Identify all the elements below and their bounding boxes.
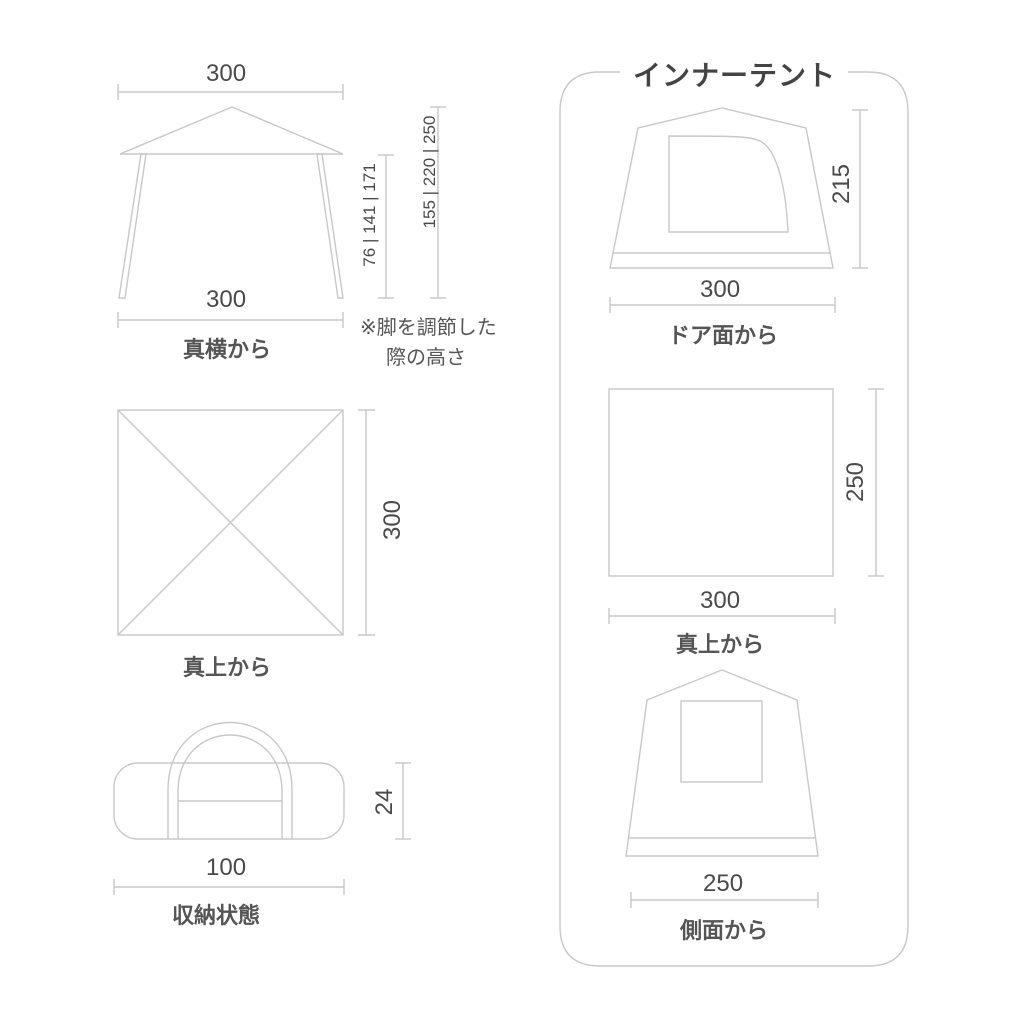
inner-door-view-shape [609, 107, 834, 269]
side-top-width-label: 300 [206, 60, 247, 87]
inner-side-view-shape [625, 669, 819, 857]
storage-width-dimension [113, 879, 345, 895]
inner-top-depth-dimension [868, 388, 884, 577]
inner-door-height-label: 215 [828, 163, 855, 205]
inner-side-width-dimension [630, 892, 819, 908]
top-view-depth-label: 300 [379, 499, 406, 541]
storage-bag-shape [113, 721, 345, 840]
inner-top-width-dimension [608, 608, 836, 624]
inner-side-width-label: 250 [703, 870, 744, 897]
leg-note-line2: 際の高さ [386, 345, 466, 369]
leg-height-short-label: 76 | 141 | 171 [360, 163, 379, 267]
leg-height-tall-dimension [430, 106, 446, 299]
storage-height-label: 24 [371, 788, 398, 816]
inner-door-width-dimension [609, 297, 836, 313]
inner-door-width-label: 300 [700, 276, 741, 303]
inner-top-width-label: 300 [700, 587, 741, 614]
storage-height-dimension [395, 762, 411, 840]
storage-width-label: 100 [206, 854, 247, 881]
side-roof-shape [119, 106, 344, 155]
inner-top-view-rect [608, 388, 834, 577]
inner-top-caption: 真上から [676, 633, 765, 658]
storage-caption: 収納状態 [172, 904, 261, 929]
top-view-square [117, 409, 344, 636]
inner-tent-frame [559, 71, 909, 967]
leg-height-tall-label: 155 | 220 | 250 [420, 115, 439, 229]
side-right-leg [316, 153, 344, 299]
top-view-caption: 真上から [183, 656, 272, 681]
inner-door-caption: ドア面から [668, 324, 779, 349]
inner-door-height-dimension [852, 109, 868, 269]
side-left-leg [118, 153, 147, 299]
side-bottom-dimension-line [117, 312, 344, 328]
inner-side-caption: 側面から [680, 919, 769, 944]
leg-note-line1: ※脚を調節した [360, 315, 497, 339]
side-bottom-width-label: 300 [206, 286, 247, 313]
inner-tent-title: インナーテント [625, 54, 845, 94]
side-view-caption: 真横から [183, 338, 272, 363]
inner-top-depth-label: 250 [842, 461, 869, 503]
top-view-depth-dimension [358, 409, 375, 636]
leg-height-short-dimension [378, 154, 394, 299]
side-top-dimension-line [117, 84, 344, 100]
